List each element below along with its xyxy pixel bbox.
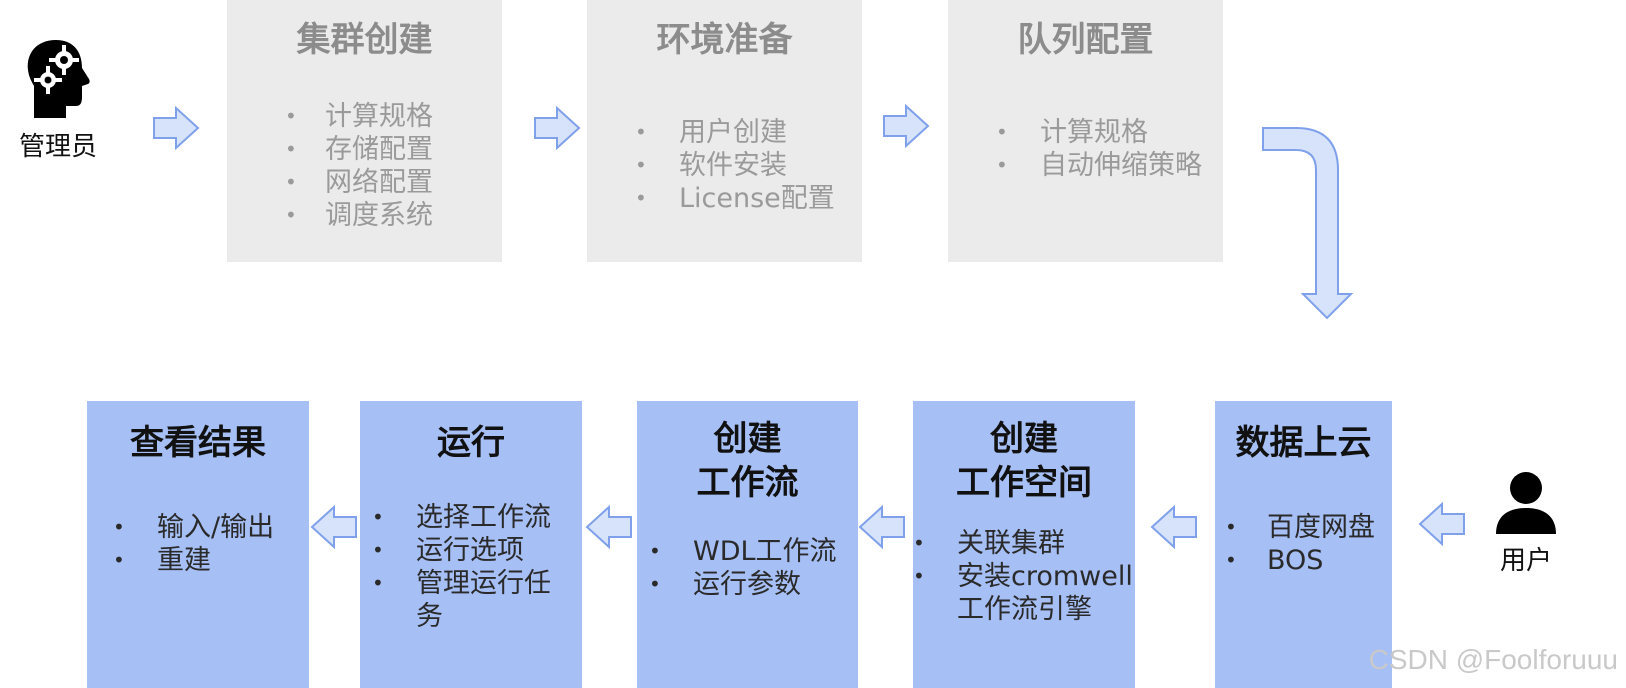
list-item: • 运行选项 xyxy=(372,534,582,567)
bullet: • xyxy=(372,538,384,562)
step-title: 集群创建 xyxy=(296,20,433,60)
item-text: 计算规格 xyxy=(1040,117,1148,148)
list-item: • 百度网盘 xyxy=(1225,511,1392,544)
list-item: • 用户创建 xyxy=(635,116,862,149)
item-text: 存储配置 xyxy=(325,134,433,165)
list-item: • 调度系统 xyxy=(285,199,502,232)
step-title: 环境准备 xyxy=(656,20,793,60)
item-text: License配置 xyxy=(679,183,835,214)
bullet: • xyxy=(285,104,297,128)
list-item: • BOS xyxy=(1225,544,1392,577)
step-data-upload: 数据上云 • 百度网盘 • BOS xyxy=(1215,401,1392,688)
bent-down-arrow-icon xyxy=(1262,127,1354,320)
item-text: WDL工作流 xyxy=(693,536,837,567)
step-title: 队列配置 xyxy=(1017,20,1154,60)
bullet: • xyxy=(913,531,925,555)
list-item: • 关联集群 xyxy=(913,527,1135,560)
bullet: • xyxy=(635,120,647,144)
step-title: 创建 工作流 xyxy=(696,419,799,503)
item-text: 安装cromwell 工作流引擎 xyxy=(957,561,1133,625)
left-arrow-icon xyxy=(1418,502,1465,546)
right-arrow-icon xyxy=(534,106,581,150)
list-item: • 运行参数 xyxy=(649,568,858,601)
admin-actor: 管理员 xyxy=(10,38,106,163)
list-item: • 计算规格 xyxy=(996,116,1223,149)
list-item: • 软件安装 xyxy=(635,149,862,182)
right-arrow-icon xyxy=(883,104,930,148)
item-text: 输入/输出 xyxy=(157,512,275,543)
item-text: 自动伸缩策略 xyxy=(1040,150,1202,181)
bullet: • xyxy=(372,505,384,529)
admin-head-gears-icon xyxy=(27,40,90,118)
list-item: • License配置 xyxy=(635,182,862,215)
left-arrow-icon xyxy=(1150,505,1197,549)
user-label: 用户 xyxy=(1499,546,1552,576)
bullet: • xyxy=(1225,515,1237,539)
bullet: • xyxy=(996,153,1008,177)
item-text: 管理运行任 务 xyxy=(416,568,551,632)
list-item: • 网络配置 xyxy=(285,166,502,199)
step-create-workspace: 创建 工作空间 • 关联集群 • 安装cromwell 工作流引擎 xyxy=(913,401,1135,688)
bullet: • xyxy=(635,186,647,210)
step-title: 创建 工作空间 xyxy=(956,419,1092,503)
list-item: • 选择工作流 xyxy=(372,501,582,534)
list-item: • 管理运行任 务 xyxy=(372,567,582,633)
item-text: 选择工作流 xyxy=(416,502,551,533)
item-text: BOS xyxy=(1267,545,1324,576)
left-arrow-icon xyxy=(585,505,632,549)
bullet: • xyxy=(113,548,125,572)
bullet: • xyxy=(913,564,925,588)
list-item: • 输入/输出 xyxy=(113,511,309,544)
watermark: CSDN @Foolforuuu xyxy=(1368,644,1618,675)
step-view-results: 查看结果 • 输入/输出 • 重建 xyxy=(87,401,309,688)
bullet: • xyxy=(649,539,661,563)
left-arrow-icon xyxy=(858,505,905,549)
item-text: 运行参数 xyxy=(693,569,801,600)
step-create-workflow: 创建 工作流 • WDL工作流 • 运行参数 xyxy=(637,401,858,688)
list-item: • 计算规格 xyxy=(285,100,502,133)
bullet: • xyxy=(113,515,125,539)
user-person-icon xyxy=(1496,472,1556,534)
step-environment-prep: 环境准备 • 用户创建 • 软件安装 • License配置 xyxy=(587,0,862,262)
item-text: 用户创建 xyxy=(679,117,787,148)
bullet: • xyxy=(635,153,647,177)
item-text: 计算规格 xyxy=(325,101,433,132)
step-title: 查看结果 xyxy=(130,423,266,463)
bullet: • xyxy=(649,572,661,596)
list-item: • 存储配置 xyxy=(285,133,502,166)
admin-label: 管理员 xyxy=(18,132,97,162)
step-queue-config: 队列配置 • 计算规格 • 自动伸缩策略 xyxy=(948,0,1223,262)
step-cluster-creation: 集群创建 • 计算规格 • 存储配置 • 网络配置 • 调度系统 xyxy=(227,0,502,262)
item-text: 关联集群 xyxy=(957,528,1065,559)
list-item: • WDL工作流 xyxy=(649,535,858,568)
list-item: • 自动伸缩策略 xyxy=(996,149,1223,182)
bullet: • xyxy=(285,203,297,227)
item-text: 百度网盘 xyxy=(1267,512,1375,543)
step-title: 运行 xyxy=(437,423,505,463)
item-text: 运行选项 xyxy=(416,535,524,566)
right-arrow-icon xyxy=(153,106,200,150)
bullet: • xyxy=(996,120,1008,144)
bullet: • xyxy=(372,571,384,595)
list-item: • 安装cromwell 工作流引擎 xyxy=(913,560,1135,626)
list-item: • 重建 xyxy=(113,544,309,577)
item-text: 重建 xyxy=(157,545,211,576)
step-run: 运行 • 选择工作流 • 运行选项 • 管理运行任 务 xyxy=(360,401,582,688)
bullet: • xyxy=(285,137,297,161)
item-text: 调度系统 xyxy=(325,200,433,231)
item-text: 软件安装 xyxy=(679,150,787,181)
user-actor: 用户 xyxy=(1484,470,1568,577)
bullet: • xyxy=(285,170,297,194)
step-title: 数据上云 xyxy=(1235,423,1372,463)
bullet: • xyxy=(1225,548,1237,572)
item-text: 网络配置 xyxy=(325,167,433,198)
left-arrow-icon xyxy=(310,505,357,549)
